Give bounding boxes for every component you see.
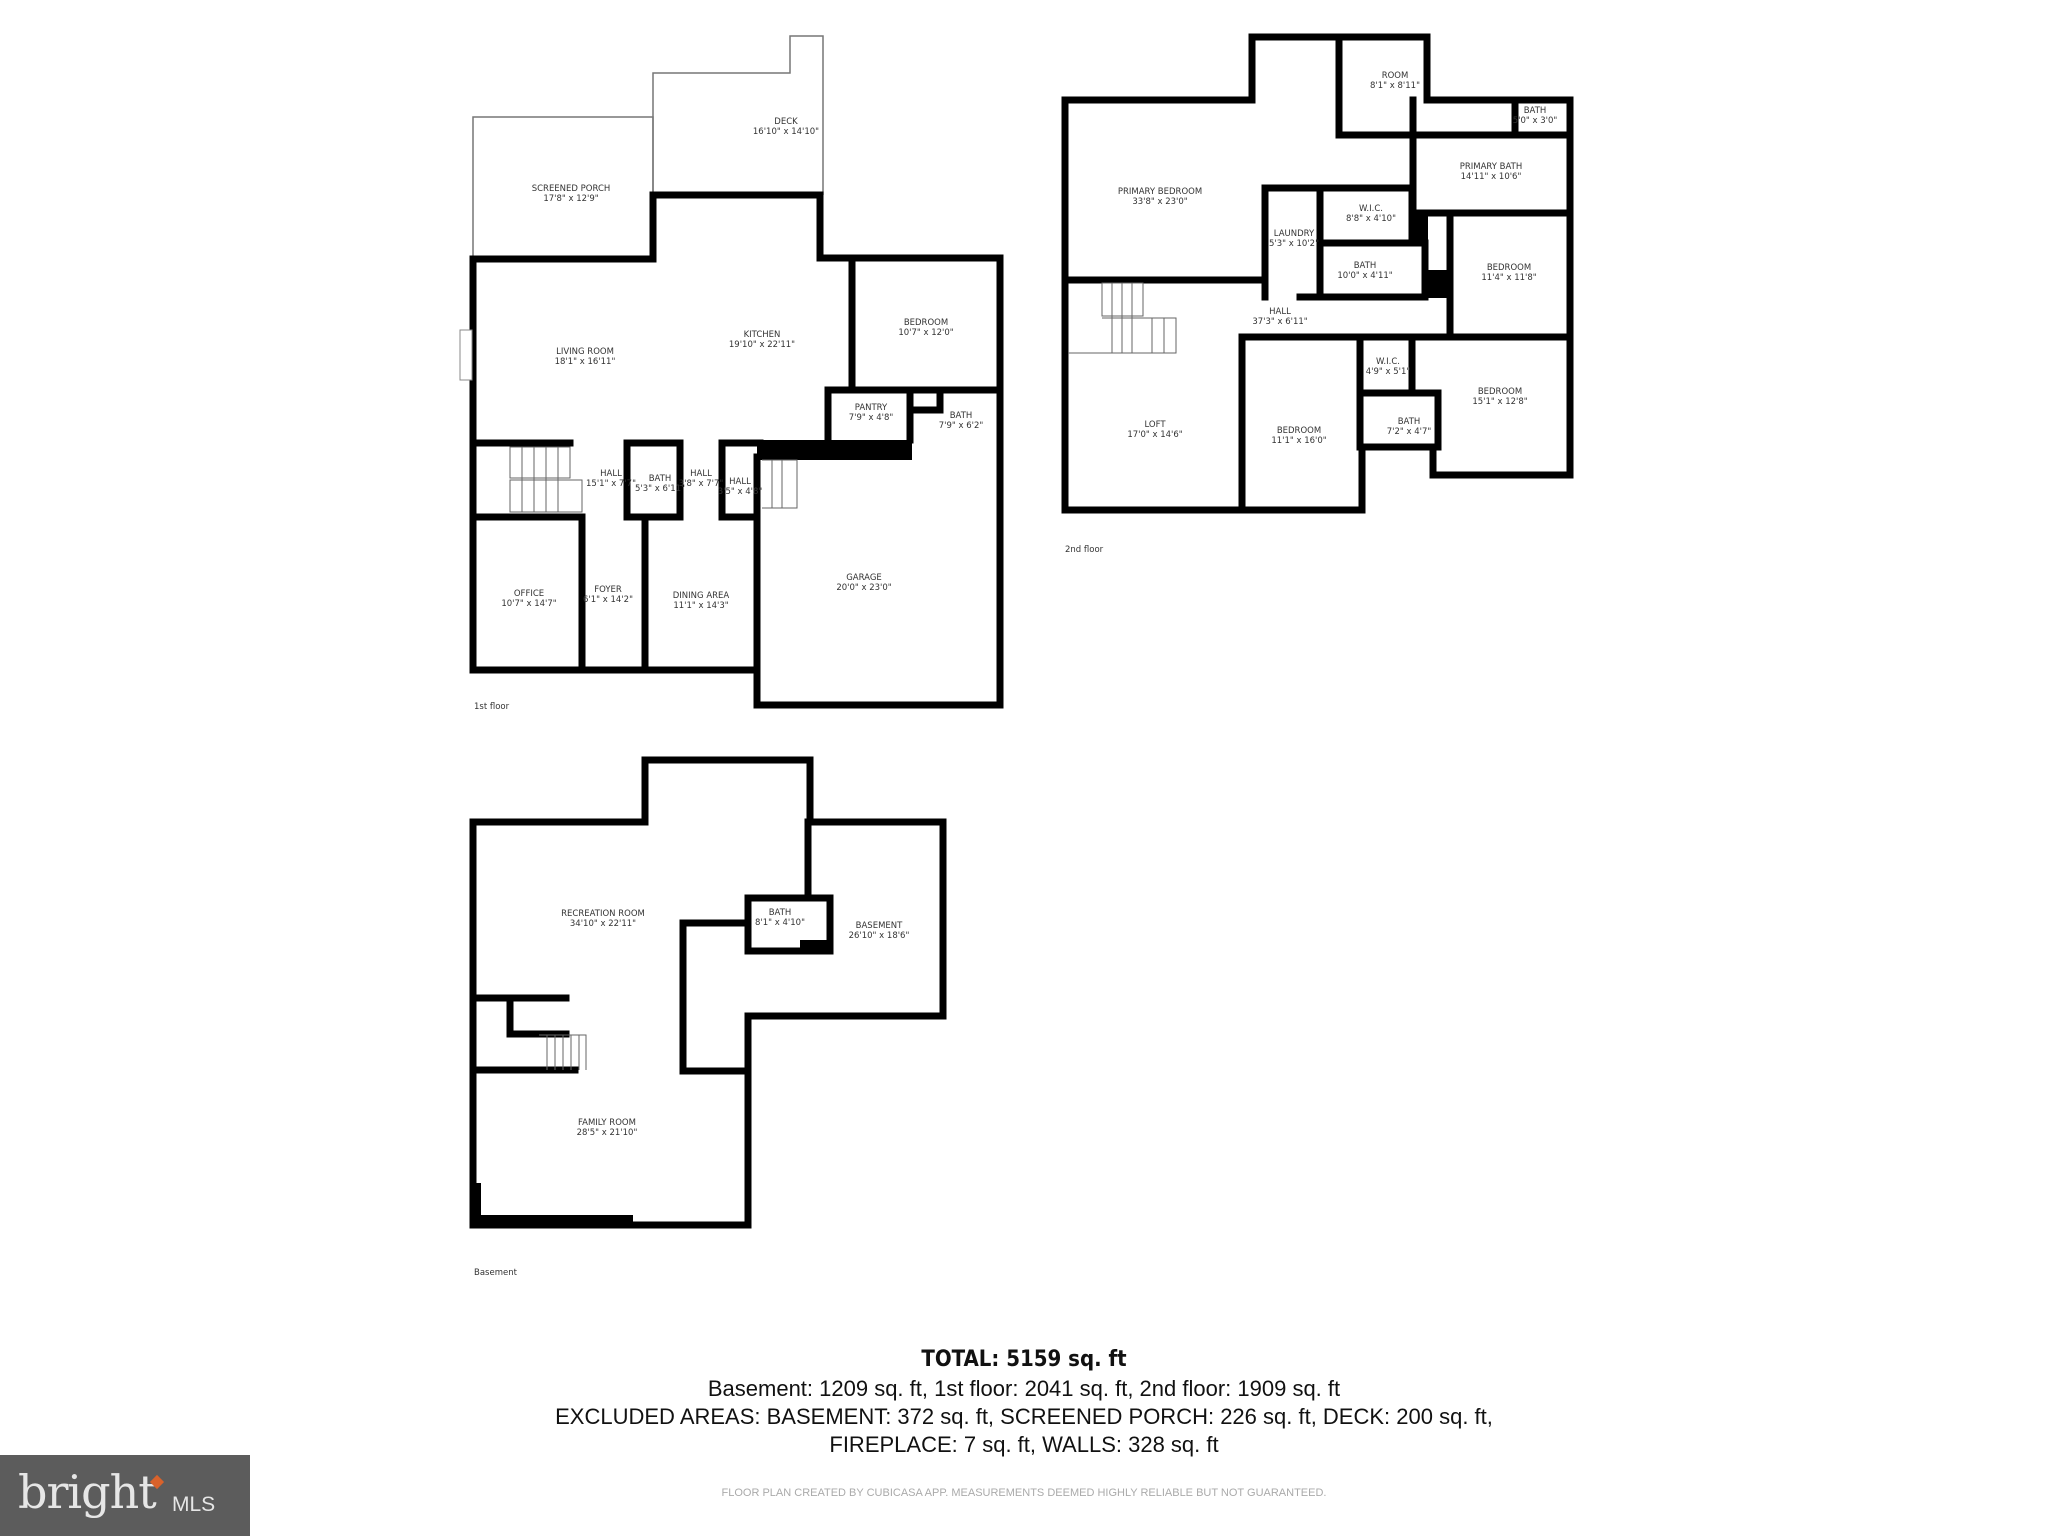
wall-block bbox=[473, 1183, 481, 1225]
stairs-icon bbox=[539, 1034, 587, 1070]
excluded-areas-line-2: FIREPLACE: 7 sq. ft, WALLS: 328 sq. ft bbox=[829, 1432, 1219, 1457]
room-label: W.I.C.8'8" x 4'10" bbox=[1346, 204, 1396, 224]
basement-interior-walls bbox=[469, 818, 834, 1075]
wall-block bbox=[1425, 270, 1450, 298]
wall-block bbox=[1412, 213, 1428, 243]
wall-block bbox=[800, 940, 830, 952]
floor-label: 1st floor bbox=[474, 702, 510, 712]
basement-exterior-wall bbox=[469, 756, 947, 1229]
deck-outline bbox=[652, 35, 824, 195]
fireplace-icon bbox=[459, 329, 473, 381]
floor-label: 2nd floor bbox=[1065, 545, 1104, 555]
stairs-icon bbox=[1068, 282, 1177, 354]
bright-mls-logo: bright MLS bbox=[0, 1455, 250, 1536]
wall-block bbox=[757, 440, 912, 460]
first-floor-exterior-wall bbox=[469, 191, 1004, 709]
first-floor-interior-walls bbox=[469, 254, 1004, 709]
screened-porch-outline bbox=[472, 116, 654, 259]
room-label: W.I.C.4'9" x 5'1" bbox=[1366, 357, 1411, 377]
excluded-areas-line-1: EXCLUDED AREAS: BASEMENT: 372 sq. ft, SC… bbox=[555, 1404, 1493, 1429]
disclaimer: FLOOR PLAN CREATED BY CUBICASA APP. MEAS… bbox=[721, 1487, 1327, 1499]
logo-suffix: MLS bbox=[172, 1493, 216, 1516]
logo-brand: bright bbox=[18, 1465, 157, 1519]
area-summary: TOTAL: 5159 sq. ft Basement: 1209 sq. ft… bbox=[0, 1345, 2048, 1459]
second-floor-exterior-wall bbox=[1061, 33, 1574, 514]
floor-areas: Basement: 1209 sq. ft, 1st floor: 2041 s… bbox=[707, 1376, 1341, 1401]
total-area: TOTAL: 5159 sq. ft bbox=[921, 1347, 1127, 1372]
wall-block bbox=[473, 1215, 633, 1225]
stairs-icon bbox=[509, 446, 798, 513]
floor-label: Basement bbox=[474, 1268, 518, 1278]
